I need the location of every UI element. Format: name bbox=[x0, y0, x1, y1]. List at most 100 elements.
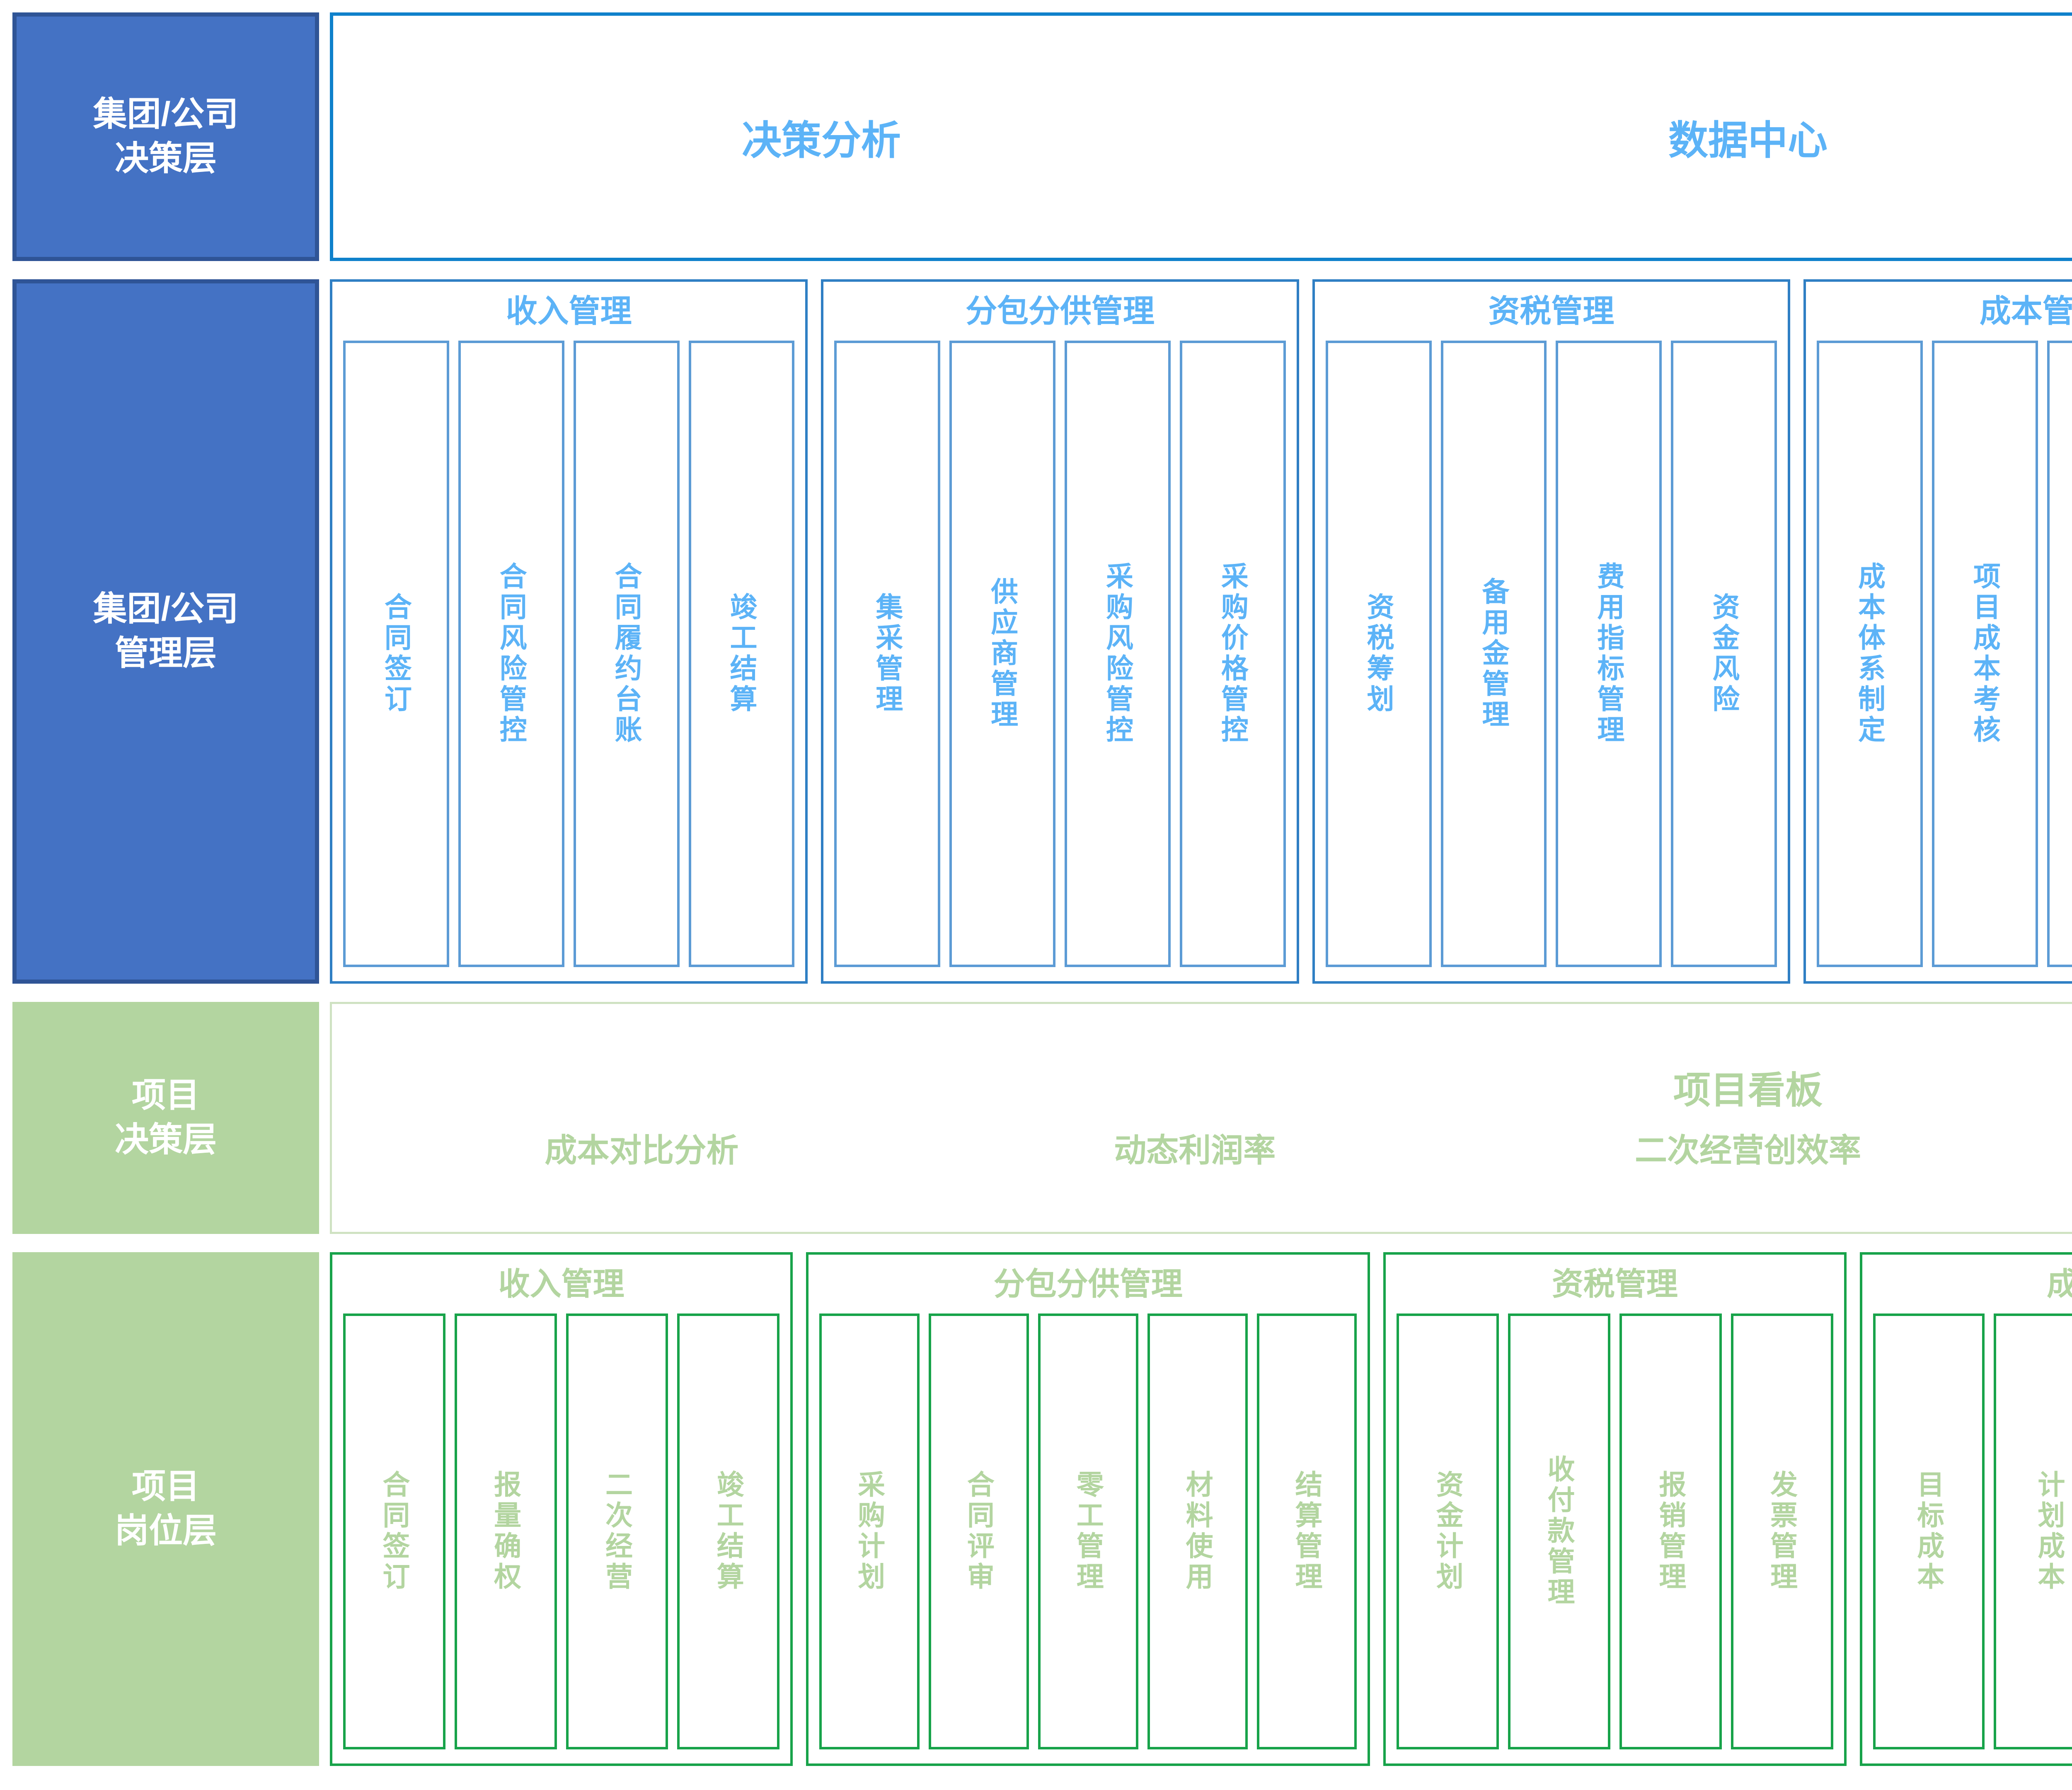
post-group-cost: 成本管理 目标成本 计划成本 成本核算 成本还原 bbox=[1859, 1252, 2072, 1766]
decision-item-0[interactable]: 决策分析 bbox=[742, 118, 901, 163]
mgmt-subcontract-cell-0[interactable]: 集采管理 bbox=[834, 340, 941, 967]
post-group-income: 收入管理 合同签订 报量确权 二次经营 竣工结算 bbox=[330, 1252, 793, 1766]
post-group-income-title: 收入管理 bbox=[498, 1267, 625, 1302]
post-income-label-1: 报量确权 bbox=[490, 1470, 521, 1593]
mgmt-income-cell-1[interactable]: 合同风险管控 bbox=[458, 340, 564, 967]
project-board-item-2[interactable]: 二次经营创效率 bbox=[1634, 1132, 1861, 1168]
mgmt-group-income: 收入管理 合同签订 合同风险管控 合同履约台账 竣工结算 bbox=[330, 279, 808, 984]
project-board-title: 项目看板 bbox=[1673, 1070, 1823, 1111]
project-post-groups: 收入管理 合同签订 报量确权 二次经营 竣工结算 分包分供管理 采购计划 合同评… bbox=[330, 1252, 2072, 1766]
mgmt-finance-tax-label-0: 资税筹划 bbox=[1363, 592, 1394, 715]
post-subcontract-cell-3[interactable]: 材料使用 bbox=[1147, 1313, 1248, 1749]
post-finance-tax-cell-1[interactable]: 收付款管理 bbox=[1508, 1313, 1610, 1749]
mgmt-group-subcontract-title: 分包分供管理 bbox=[966, 294, 1155, 329]
mgmt-group-cost-title: 成本管理 bbox=[1979, 294, 2072, 329]
mgmt-finance-tax-label-2: 费用指标管理 bbox=[1593, 561, 1624, 746]
post-income-cell-0[interactable]: 合同签订 bbox=[343, 1313, 445, 1749]
mgmt-subcontract-label-1: 供应商管理 bbox=[987, 577, 1018, 731]
project-board-item-0[interactable]: 成本对比分析 bbox=[545, 1132, 739, 1168]
decision-layer-items: 决策分析 数据中心 企业知识库 bbox=[330, 12, 2072, 261]
post-income-label-0: 合同签订 bbox=[379, 1470, 410, 1593]
mgmt-income-label-2: 合同履约台账 bbox=[611, 561, 642, 746]
post-group-finance-tax-title: 资税管理 bbox=[1552, 1267, 1678, 1302]
post-group-subcontract-items: 采购计划 合同评审 零工管理 材料使用 结算管理 bbox=[819, 1313, 1357, 1749]
layer-label-group-decision: 集团/公司 决策层 bbox=[12, 12, 319, 261]
post-finance-tax-label-1: 收付款管理 bbox=[1544, 1454, 1575, 1608]
mgmt-group-finance-tax-title: 资税管理 bbox=[1488, 294, 1615, 329]
post-cost-cell-0[interactable]: 目标成本 bbox=[1873, 1313, 1985, 1749]
mgmt-group-cost-items: 成本体系制定 项目成本考核 成本分析台账 成本指标管理 bbox=[1817, 340, 2072, 967]
project-board: 项目看板 成本对比分析 动态利润率 二次经营创效率 产值确权率 项目经营月报 bbox=[330, 1002, 2072, 1234]
mgmt-finance-tax-cell-3[interactable]: 资金风险 bbox=[1671, 340, 1777, 967]
mgmt-group-subcontract: 分包分供管理 集采管理 供应商管理 采购风险管控 采购价格管控 bbox=[821, 279, 1299, 984]
post-subcontract-cell-1[interactable]: 合同评审 bbox=[928, 1313, 1029, 1749]
mgmt-income-label-3: 竣工结算 bbox=[726, 592, 757, 715]
post-group-income-items: 合同签订 报量确权 二次经营 竣工结算 bbox=[343, 1313, 780, 1749]
post-group-finance-tax: 资税管理 资金计划 收付款管理 报销管理 发票管理 bbox=[1383, 1252, 1847, 1766]
post-cost-label-1: 计划成本 bbox=[2034, 1470, 2065, 1593]
post-subcontract-label-3: 材料使用 bbox=[1182, 1470, 1213, 1593]
mgmt-income-cell-3[interactable]: 竣工结算 bbox=[688, 340, 795, 967]
layer-label-project-post: 项目 岗位层 bbox=[12, 1252, 319, 1766]
post-cost-label-0: 目标成本 bbox=[1913, 1470, 1944, 1593]
mgmt-finance-tax-label-1: 备用金管理 bbox=[1478, 577, 1509, 731]
mgmt-group-subcontract-items: 集采管理 供应商管理 采购风险管控 采购价格管控 bbox=[834, 340, 1286, 967]
post-subcontract-label-1: 合同评审 bbox=[963, 1470, 994, 1593]
post-finance-tax-cell-2[interactable]: 报销管理 bbox=[1619, 1313, 1722, 1749]
post-income-cell-2[interactable]: 二次经营 bbox=[566, 1313, 668, 1749]
mgmt-subcontract-label-2: 采购风险管控 bbox=[1102, 561, 1133, 746]
mgmt-income-label-1: 合同风险管控 bbox=[496, 561, 527, 746]
post-group-cost-title: 成本管理 bbox=[2047, 1267, 2072, 1302]
mgmt-group-finance-tax: 资税管理 资税筹划 备用金管理 费用指标管理 资金风险 bbox=[1312, 279, 1791, 984]
mgmt-subcontract-label-3: 采购价格管控 bbox=[1217, 561, 1248, 746]
post-finance-tax-label-3: 发票管理 bbox=[1767, 1470, 1798, 1593]
post-finance-tax-cell-0[interactable]: 资金计划 bbox=[1397, 1313, 1499, 1749]
layer-label-project-decision: 项目 决策层 bbox=[12, 1002, 319, 1234]
post-finance-tax-cell-3[interactable]: 发票管理 bbox=[1731, 1313, 1833, 1749]
mgmt-finance-tax-cell-1[interactable]: 备用金管理 bbox=[1440, 340, 1547, 967]
band-project-decision-layer: 项目 决策层 项目看板 成本对比分析 动态利润率 二次经营创效率 产值确权率 项… bbox=[12, 1002, 2072, 1234]
mgmt-cost-cell-1[interactable]: 项目成本考核 bbox=[1932, 340, 2038, 967]
post-group-finance-tax-items: 资金计划 收付款管理 报销管理 发票管理 bbox=[1397, 1313, 1833, 1749]
project-board-item-1[interactable]: 动态利润率 bbox=[1114, 1132, 1276, 1168]
mgmt-cost-label-0: 成本体系制定 bbox=[1854, 561, 1886, 746]
band-group-decision-layer: 集团/公司 决策层 决策分析 数据中心 企业知识库 bbox=[12, 12, 2072, 261]
mgmt-group-finance-tax-items: 资税筹划 备用金管理 费用指标管理 资金风险 bbox=[1325, 340, 1777, 967]
post-subcontract-label-0: 采购计划 bbox=[854, 1470, 885, 1593]
mgmt-finance-tax-label-3: 资金风险 bbox=[1709, 592, 1740, 715]
post-subcontract-cell-0[interactable]: 采购计划 bbox=[819, 1313, 920, 1749]
band-group-management-layer: 集团/公司 管理层 收入管理 合同签订 合同风险管控 合同履约台账 竣工结算 分… bbox=[12, 279, 2072, 984]
mgmt-income-cell-0[interactable]: 合同签订 bbox=[343, 340, 449, 967]
post-cost-cell-1[interactable]: 计划成本 bbox=[1993, 1313, 2072, 1749]
decision-item-1[interactable]: 数据中心 bbox=[1668, 118, 1828, 163]
mgmt-finance-tax-cell-0[interactable]: 资税筹划 bbox=[1325, 340, 1432, 967]
post-income-cell-3[interactable]: 竣工结算 bbox=[677, 1313, 780, 1749]
band-project-post-layer: 项目 岗位层 收入管理 合同签订 报量确权 二次经营 竣工结算 分包分供管理 采… bbox=[12, 1252, 2072, 1766]
post-group-subcontract-title: 分包分供管理 bbox=[993, 1267, 1183, 1302]
mgmt-group-income-title: 收入管理 bbox=[506, 294, 632, 329]
post-income-cell-1[interactable]: 报量确权 bbox=[454, 1313, 557, 1749]
mgmt-subcontract-cell-2[interactable]: 采购风险管控 bbox=[1065, 340, 1171, 967]
mgmt-cost-cell-2[interactable]: 成本分析台账 bbox=[2047, 340, 2072, 967]
mgmt-group-cost: 成本管理 成本体系制定 项目成本考核 成本分析台账 成本指标管理 bbox=[1803, 279, 2072, 984]
management-layer-groups: 收入管理 合同签订 合同风险管控 合同履约台账 竣工结算 分包分供管理 集采管理… bbox=[330, 279, 2072, 984]
post-subcontract-cell-2[interactable]: 零工管理 bbox=[1038, 1313, 1138, 1749]
post-finance-tax-label-0: 资金计划 bbox=[1432, 1470, 1463, 1593]
mgmt-subcontract-cell-1[interactable]: 供应商管理 bbox=[949, 340, 1056, 967]
mgmt-cost-cell-0[interactable]: 成本体系制定 bbox=[1817, 340, 1923, 967]
layer-label-group-management: 集团/公司 管理层 bbox=[12, 279, 319, 984]
project-board-item-3[interactable]: 产值确权率 bbox=[2024, 1125, 2072, 1171]
mgmt-finance-tax-cell-2[interactable]: 费用指标管理 bbox=[1556, 340, 1662, 967]
post-income-label-2: 二次经营 bbox=[601, 1470, 632, 1593]
mgmt-subcontract-cell-3[interactable]: 采购价格管控 bbox=[1179, 340, 1286, 967]
post-group-cost-items: 目标成本 计划成本 成本核算 成本还原 bbox=[1873, 1313, 2072, 1749]
project-board-items: 成本对比分析 动态利润率 二次经营创效率 产值确权率 项目经营月报 bbox=[349, 1125, 2072, 1171]
mgmt-group-income-items: 合同签订 合同风险管控 合同履约台账 竣工结算 bbox=[343, 340, 795, 967]
post-subcontract-label-2: 零工管理 bbox=[1072, 1470, 1104, 1593]
mgmt-cost-label-1: 项目成本考核 bbox=[1969, 561, 2000, 746]
post-income-label-3: 竣工结算 bbox=[713, 1470, 744, 1593]
post-subcontract-label-4: 结算管理 bbox=[1291, 1470, 1322, 1593]
post-subcontract-cell-4[interactable]: 结算管理 bbox=[1256, 1313, 1357, 1749]
mgmt-income-cell-2[interactable]: 合同履约台账 bbox=[573, 340, 680, 967]
